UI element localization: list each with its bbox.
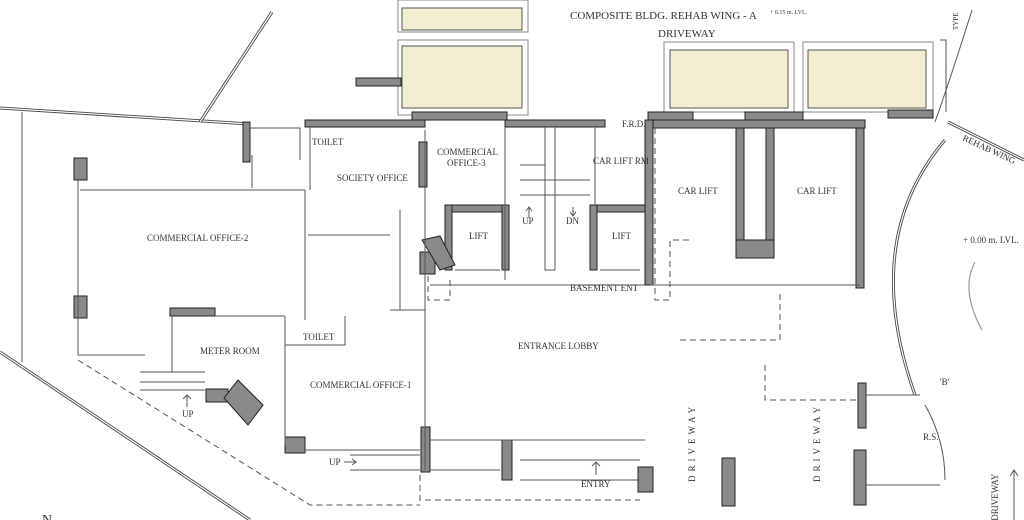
stair-up-label: UP bbox=[522, 216, 534, 226]
room-commercial-office-1: COMMERCIAL OFFICE-1 bbox=[310, 380, 411, 390]
rs-label: R.S. bbox=[923, 432, 939, 442]
drawing-title: COMPOSITE BLDG. REHAB WING - A bbox=[570, 10, 757, 22]
room-toilet-mid: TOILET bbox=[303, 332, 335, 342]
entry-label: ENTRY bbox=[581, 479, 611, 489]
arrows bbox=[182, 206, 1019, 520]
up-office1-label: UP bbox=[329, 457, 341, 467]
driveway-label-2: DRIVEWAY bbox=[812, 403, 822, 482]
top-parking-cars bbox=[355, 0, 947, 121]
room-meter-room: METER ROOM bbox=[200, 346, 260, 356]
room-car-lift-2: CAR LIFT bbox=[797, 186, 837, 196]
stair-dn-label: DN bbox=[566, 216, 579, 226]
ground-level-label: + 0.00 m. LVL. bbox=[963, 235, 1019, 245]
driveway-label-1: DRIVEWAY bbox=[687, 403, 697, 482]
room-commercial-office-2: COMMERCIAL OFFICE-2 bbox=[147, 233, 248, 243]
basement-ent-label: BASEMENT ENT bbox=[570, 283, 639, 293]
room-commercial-office-3-line2: OFFICE-3 bbox=[447, 158, 486, 168]
room-car-lift-rm: CAR LIFT RM bbox=[593, 156, 649, 166]
rehab-wing-label: REHAB WING bbox=[961, 133, 1017, 166]
room-toilet-top: TOILET bbox=[312, 137, 344, 147]
room-society-office: SOCIETY OFFICE bbox=[337, 173, 408, 183]
top-level-label: + 0.15 m. LVL. bbox=[770, 10, 808, 16]
room-commercial-office-3: COMMERCIAL bbox=[437, 147, 498, 157]
room-car-lift-1: CAR LIFT bbox=[678, 186, 718, 196]
top-driveway-label: DRIVEWAY bbox=[658, 28, 716, 40]
walls bbox=[73, 119, 940, 507]
room-entrance-lobby: ENTRANCE LOBBY bbox=[518, 341, 599, 351]
b-mark-label: 'B' bbox=[940, 377, 950, 387]
room-lift-2: LIFT bbox=[612, 231, 632, 241]
side-driveway-label: SIDE DRIVEWAY bbox=[990, 473, 1000, 520]
north-label: N bbox=[42, 513, 52, 520]
frd-label: F.R.D. bbox=[622, 119, 646, 129]
up-meter-label: UP bbox=[182, 409, 194, 419]
site-boundary bbox=[0, 9, 1024, 520]
swing-arrow-icon bbox=[968, 261, 983, 331]
room-lift-1: LIFT bbox=[469, 231, 489, 241]
type-label: TYPE bbox=[952, 13, 960, 31]
